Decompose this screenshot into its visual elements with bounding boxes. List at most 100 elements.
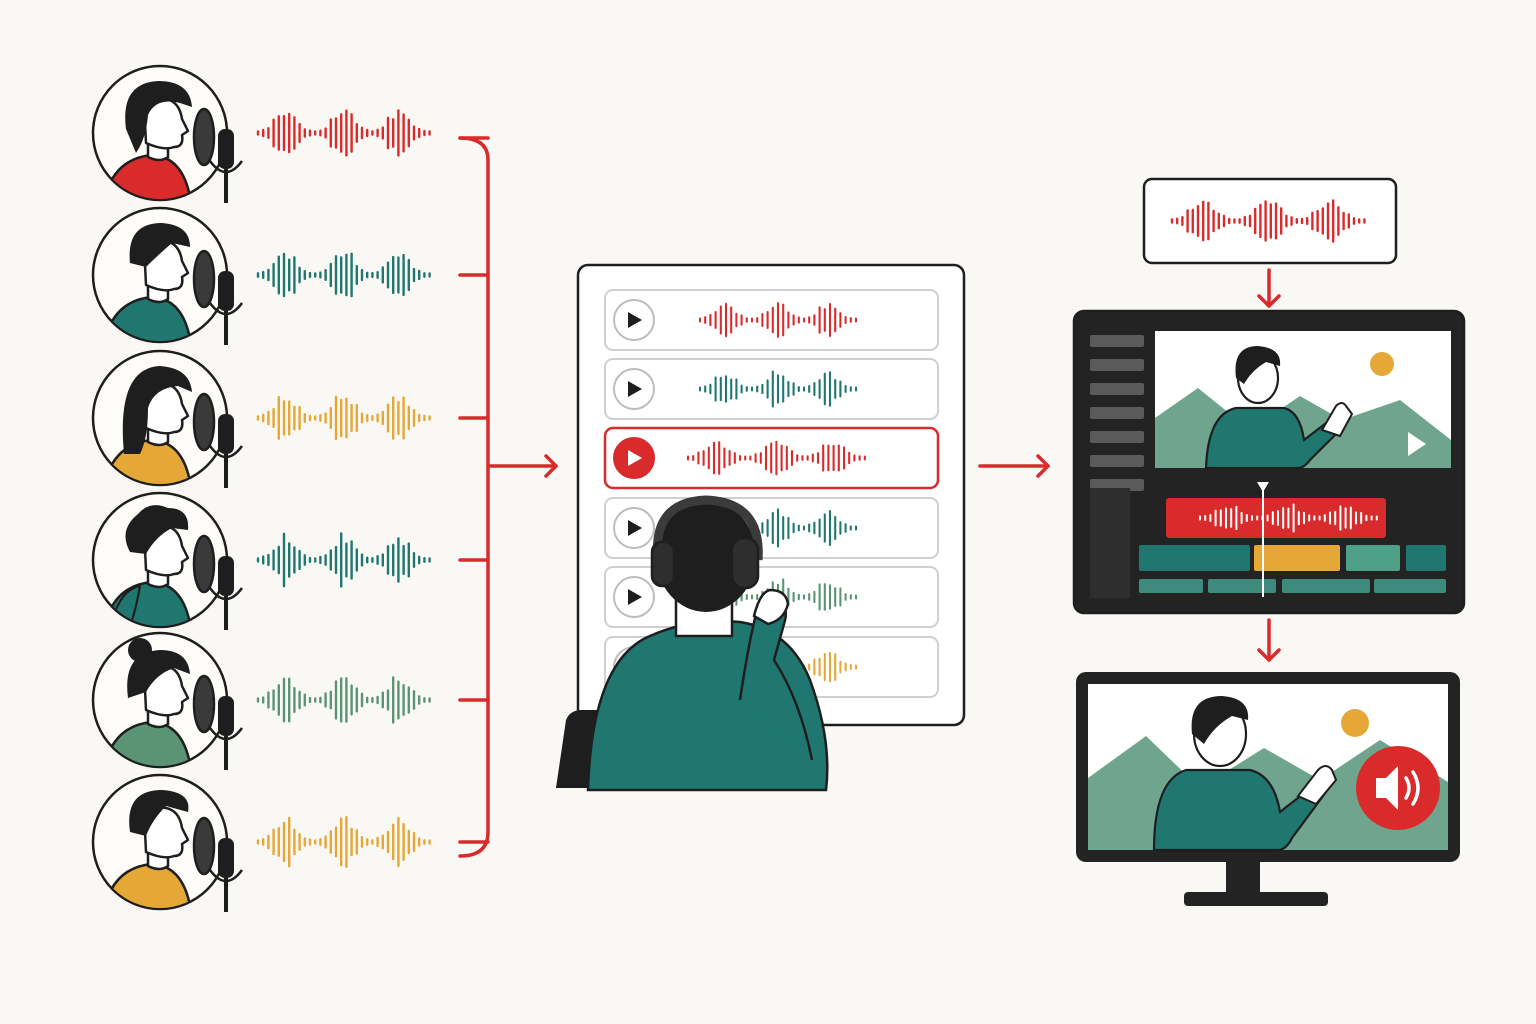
voice-actor-man-curly-hoodie-icon [91,491,431,630]
track-headers [1090,488,1130,598]
play-icon[interactable] [613,507,655,549]
pop-filter [192,534,216,594]
arrow-head [544,454,558,478]
face [142,806,190,859]
headphone-band [652,495,763,561]
play-icon[interactable] [613,576,655,618]
waveform-icon [256,252,431,298]
presenter-hair [1191,696,1249,744]
sound-wave [1411,770,1420,806]
pop-filter [192,392,216,452]
monitor-base [1184,892,1328,906]
hair [125,81,192,153]
play-icon[interactable] [613,368,655,410]
audio-clip[interactable] [1139,579,1203,593]
hair [127,650,190,698]
play-icon[interactable] [613,437,655,479]
pop-filter [192,674,216,734]
microphone-icon [192,249,244,345]
waveform-icon [256,676,431,724]
head [656,500,756,612]
video-clip[interactable] [1139,545,1250,571]
microphone-icon [192,392,244,488]
mic-body [218,556,234,596]
pop-filter [192,107,216,167]
dialogue-clip[interactable] [1166,498,1386,538]
waveform-icon [1170,199,1366,243]
presenter-hand [1296,765,1338,806]
play-icon[interactable] [613,299,655,341]
arrow-right-icon [486,454,558,478]
bracket-line [458,136,490,858]
editor-sidebar-item[interactable] [1090,359,1144,371]
voice-actor-man-side-part-icon [91,773,431,912]
voice-actor-woman-bun-icon [91,631,431,770]
monitor-neck [1226,862,1260,892]
presenter-hand [1320,402,1354,438]
editor-sidebar-item[interactable] [1090,407,1144,419]
editor-sidebar-item[interactable] [1090,335,1144,347]
final-video-monitor [1076,672,1460,906]
presenter-body [1204,406,1348,470]
waveform-icon [256,395,431,441]
play-glyph [628,520,642,536]
pop-filter [192,249,216,309]
merge-bracket [458,136,558,858]
mic-body [218,271,234,311]
track-row[interactable] [604,289,939,351]
speaker-icon [1356,746,1440,830]
audio-clip[interactable] [1282,579,1370,593]
audio-clip[interactable] [1374,579,1446,593]
sun [1370,352,1394,376]
presenter-body [1152,768,1328,852]
mic-body [218,414,234,454]
arrow-head [1036,454,1050,478]
arrow-right-icon [1257,268,1281,308]
sound-wave [1404,776,1411,800]
audition-track[interactable] [604,358,939,420]
hand [752,588,790,626]
play-glyph [628,312,642,328]
video-editor-window [1072,309,1466,615]
arrow-right-icon [978,454,1050,478]
microphone-icon [192,816,244,912]
face [142,97,190,150]
arrow-head [1257,648,1281,662]
selected-clip-card [1142,177,1398,265]
arrow-right-icon [1257,618,1281,662]
video-clip[interactable] [1346,545,1400,571]
play-glyph [628,381,642,397]
waveform-icon [256,816,431,868]
editor-sidebar-item[interactable] [1090,383,1144,395]
ear-cup-right [730,536,760,590]
mic-body [218,838,234,878]
microphone-icon [192,674,244,770]
editor-preview [1155,331,1451,470]
hair-bun [128,638,152,662]
waveform-icon [686,440,866,476]
hair [129,790,189,836]
play-glyph [628,589,642,605]
audio-clip[interactable] [1208,579,1276,593]
audition-track[interactable] [604,289,939,351]
video-clip[interactable] [1254,545,1340,571]
mic-body [218,129,234,169]
ear-cup-left [650,540,676,588]
arrow-head [1257,294,1281,308]
video-clip[interactable] [1406,545,1446,571]
editor-sidebar-item[interactable] [1090,431,1144,443]
mic-body [218,696,234,736]
waveform-icon [256,532,431,588]
voice-actor-woman-long-hair-icon [91,349,431,488]
track-row[interactable] [604,358,939,420]
microphone-icon [192,534,244,630]
presenter-hair [1235,346,1281,384]
hair [122,366,192,454]
editor-sidebar-item[interactable] [1090,455,1144,467]
playhead-handle[interactable] [1257,482,1269,492]
waveform-icon [698,370,858,408]
voice-actor-woman-short-hair-icon [91,64,431,203]
audition-track-selected[interactable] [603,426,940,490]
